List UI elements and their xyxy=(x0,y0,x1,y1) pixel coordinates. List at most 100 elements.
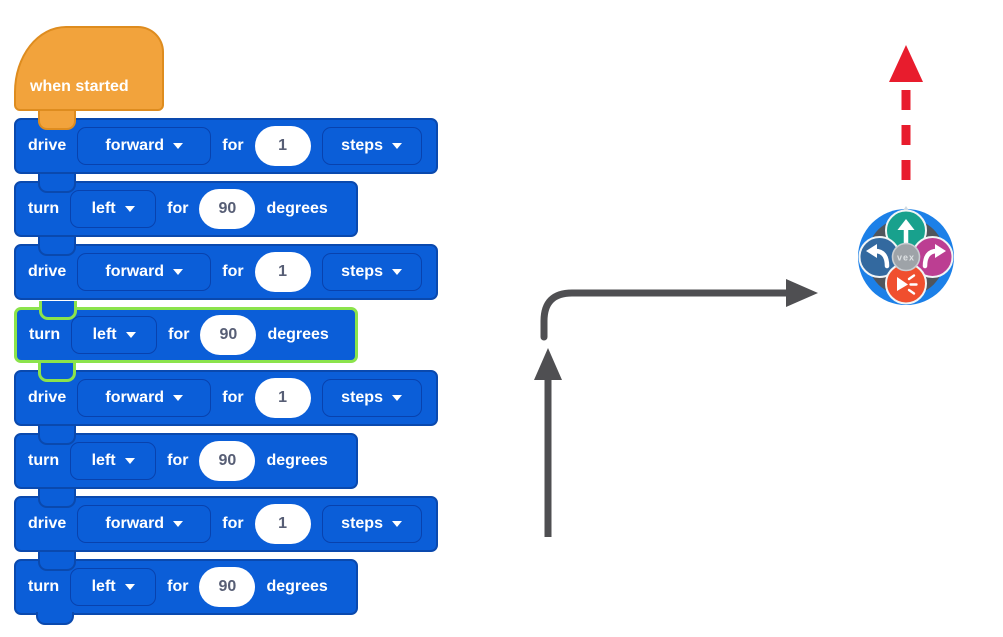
up-arrow-icon xyxy=(897,219,915,230)
for-label: for xyxy=(222,389,244,406)
unit-dropdown[interactable]: steps xyxy=(321,379,422,417)
chevron-down-icon xyxy=(124,458,135,464)
robot-move-button xyxy=(885,209,927,252)
value-input[interactable]: 1 xyxy=(254,378,311,418)
block-turn-4[interactable]: turn left for 90 degrees xyxy=(14,552,358,615)
chevron-down-icon xyxy=(391,269,402,275)
value-text: 90 xyxy=(218,578,237,595)
arrowhead-icon xyxy=(786,279,818,307)
block-verb: turn xyxy=(28,452,60,469)
block-verb: turn xyxy=(28,200,60,217)
arrowhead-icon xyxy=(534,348,562,380)
chevron-down-icon xyxy=(124,584,135,590)
dropdown-value: steps xyxy=(341,515,383,532)
chevron-down-icon xyxy=(124,206,135,212)
block-connector xyxy=(38,489,76,508)
block-connector xyxy=(38,174,76,193)
unit-dropdown[interactable]: steps xyxy=(321,127,422,165)
block-connector xyxy=(39,301,77,320)
block-drive-1[interactable]: drive forward for 1 steps xyxy=(14,111,438,174)
value-text: 90 xyxy=(218,452,237,469)
block-connector xyxy=(38,111,76,130)
direction-dropdown[interactable]: left xyxy=(70,190,157,228)
value-text: 1 xyxy=(278,389,288,406)
robot-turn-left-button xyxy=(858,236,901,278)
for-label: for xyxy=(222,137,244,154)
block-connector xyxy=(38,552,76,571)
unit-label: degrees xyxy=(266,452,328,469)
direction-dropdown[interactable]: forward xyxy=(77,505,212,543)
dropdown-value: left xyxy=(91,200,116,217)
value-text: 1 xyxy=(278,137,288,154)
direction-dropdown[interactable]: forward xyxy=(77,379,212,417)
curved-path-arrow xyxy=(540,279,818,341)
block-verb: drive xyxy=(28,515,67,532)
chevron-down-icon xyxy=(173,143,184,149)
unit-dropdown[interactable]: steps xyxy=(321,253,422,291)
block-turn-3[interactable]: turn left for 90 degrees xyxy=(14,426,358,489)
value-text: 90 xyxy=(219,326,238,343)
direction-dropdown[interactable]: left xyxy=(70,442,157,480)
robot-center-label: vex xyxy=(897,253,915,263)
block-turn-1[interactable]: turn left for 90 degrees xyxy=(14,174,358,237)
block-drive-2[interactable]: drive forward for 1 steps xyxy=(14,237,438,300)
dropdown-value: left xyxy=(91,452,116,469)
unit-label: degrees xyxy=(266,200,328,217)
vex-robot: vex xyxy=(858,206,954,305)
chevron-down-icon xyxy=(391,521,402,527)
chevron-down-icon xyxy=(391,143,402,149)
for-label: for xyxy=(167,578,189,595)
direction-dropdown[interactable]: forward xyxy=(77,127,212,165)
for-label: for xyxy=(168,326,190,343)
unit-label: degrees xyxy=(266,578,328,595)
dropdown-value: left xyxy=(92,326,117,343)
direction-dropdown[interactable]: forward xyxy=(77,253,212,291)
block-when-started[interactable]: when started xyxy=(14,26,164,111)
up-path-arrow xyxy=(534,348,562,537)
block-verb: drive xyxy=(28,263,67,280)
value-input[interactable]: 1 xyxy=(254,504,311,544)
dropdown-value: forward xyxy=(105,263,165,280)
dropdown-value: steps xyxy=(341,263,383,280)
hat-label: when started xyxy=(30,78,129,95)
unit-dropdown[interactable]: steps xyxy=(321,505,422,543)
block-turn-2-highlighted[interactable]: turn left for 90 degrees xyxy=(14,301,358,363)
value-input[interactable]: 1 xyxy=(254,126,311,166)
value-input[interactable]: 90 xyxy=(199,567,256,607)
block-drive-3[interactable]: drive forward for 1 steps xyxy=(14,363,438,426)
direction-dropdown[interactable]: left xyxy=(71,316,158,354)
block-drive-4[interactable]: drive forward for 1 steps xyxy=(14,489,438,552)
for-label: for xyxy=(167,452,189,469)
dropdown-value: forward xyxy=(105,389,165,406)
value-text: 1 xyxy=(278,515,288,532)
block-connector xyxy=(38,363,76,382)
value-input[interactable]: 90 xyxy=(199,441,256,481)
chevron-down-icon xyxy=(391,395,402,401)
turn-left-arrow-icon xyxy=(866,244,877,258)
robot-turn-right-button xyxy=(911,236,954,278)
robot-sound-button xyxy=(885,262,927,305)
dropdown-value: forward xyxy=(105,137,165,154)
dropdown-value: forward xyxy=(105,515,165,532)
turn-left-arrow-icon xyxy=(872,248,890,269)
chevron-down-icon xyxy=(125,332,136,338)
dropdown-value: left xyxy=(91,578,116,595)
robot-body-ring xyxy=(858,209,954,305)
red-dashed-heading-arrow xyxy=(889,45,923,180)
chevron-down-icon xyxy=(173,269,184,275)
value-text: 90 xyxy=(218,200,237,217)
block-verb: turn xyxy=(28,578,60,595)
value-input[interactable]: 90 xyxy=(200,315,257,355)
turn-right-arrow-icon xyxy=(922,248,940,269)
turn-right-arrow-icon xyxy=(935,244,946,258)
value-input[interactable]: 90 xyxy=(199,189,256,229)
direction-dropdown[interactable]: left xyxy=(70,568,157,606)
block-connector xyxy=(38,426,76,445)
block-verb: drive xyxy=(28,137,67,154)
chevron-down-icon xyxy=(173,521,184,527)
block-bottom-tab xyxy=(36,612,74,625)
value-input[interactable]: 1 xyxy=(254,252,311,292)
for-label: for xyxy=(222,263,244,280)
for-label: for xyxy=(222,515,244,532)
arrowhead-icon xyxy=(889,45,923,82)
